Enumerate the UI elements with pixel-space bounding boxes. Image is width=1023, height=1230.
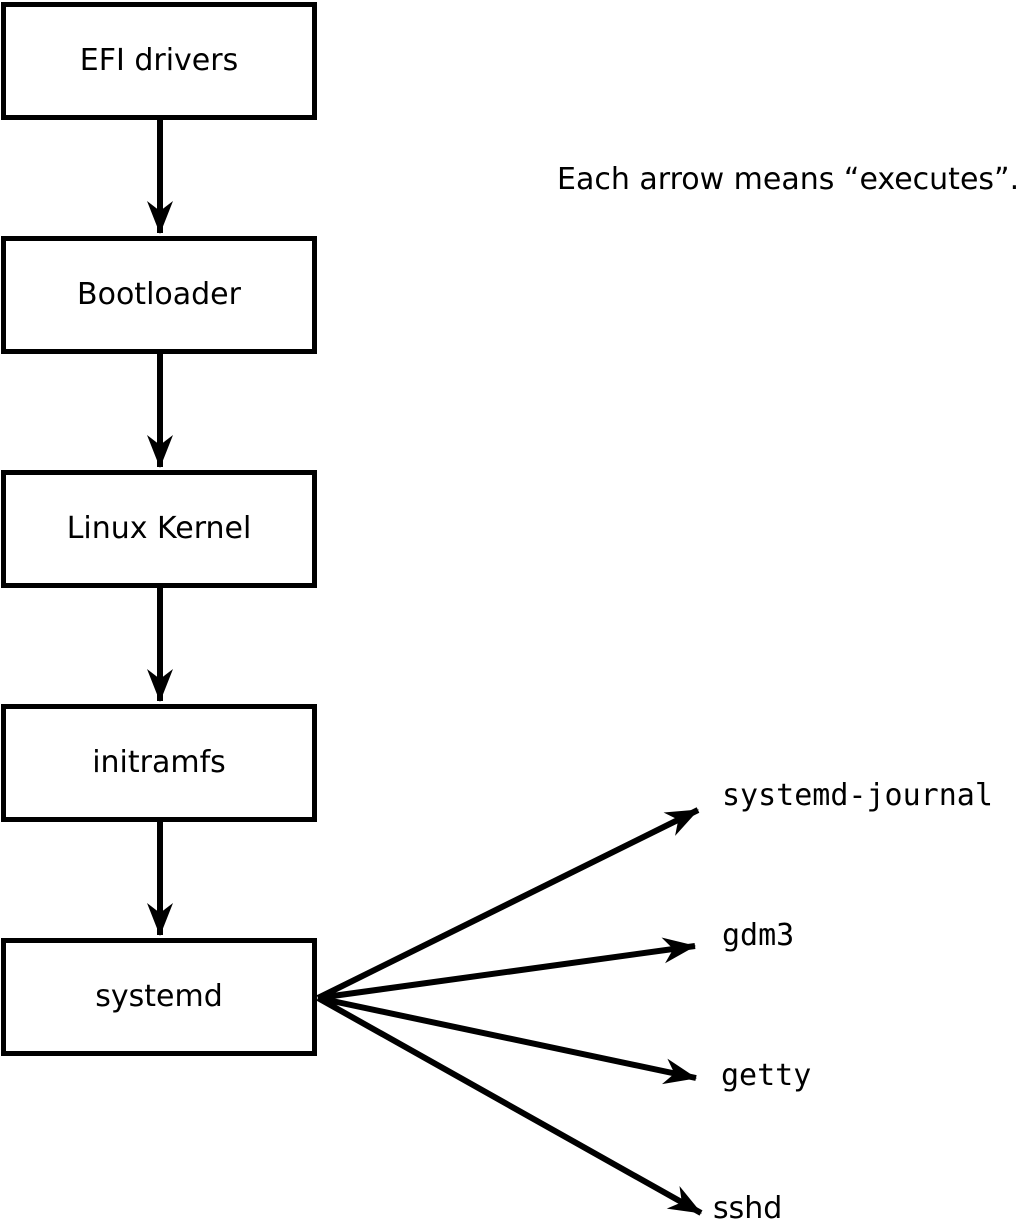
arrow-systemd-to-systemd-journal [316, 807, 700, 1001]
spawn-label-sshd: sshd [713, 1191, 783, 1226]
box-systemd: systemd [1, 938, 317, 1056]
box-bootloader-label: Bootloader [77, 277, 241, 312]
spawn-label-systemd-journal: systemd-journal [722, 778, 993, 813]
box-bootloader: Bootloader [1, 236, 317, 354]
box-efi-drivers-label: EFI drivers [79, 43, 239, 78]
spawn-label-gdm3: gdm3 [722, 918, 795, 953]
arrow-systemd-to-gdm3 [317, 937, 696, 1001]
box-efi-drivers: EFI drivers [1, 2, 317, 120]
box-initramfs-label: initramfs [92, 745, 226, 780]
arrow-systemd-to-sshd [316, 995, 703, 1216]
arrow-meaning-note: Each arrow means “executes”. [557, 162, 1020, 197]
box-initramfs: initramfs [1, 704, 317, 822]
box-systemd-label: systemd [95, 979, 223, 1014]
arrow-systemd-to-getty [317, 995, 697, 1085]
box-linux-kernel: Linux Kernel [1, 470, 317, 588]
spawn-label-getty: getty [721, 1058, 812, 1093]
box-linux-kernel-label: Linux Kernel [66, 511, 252, 546]
